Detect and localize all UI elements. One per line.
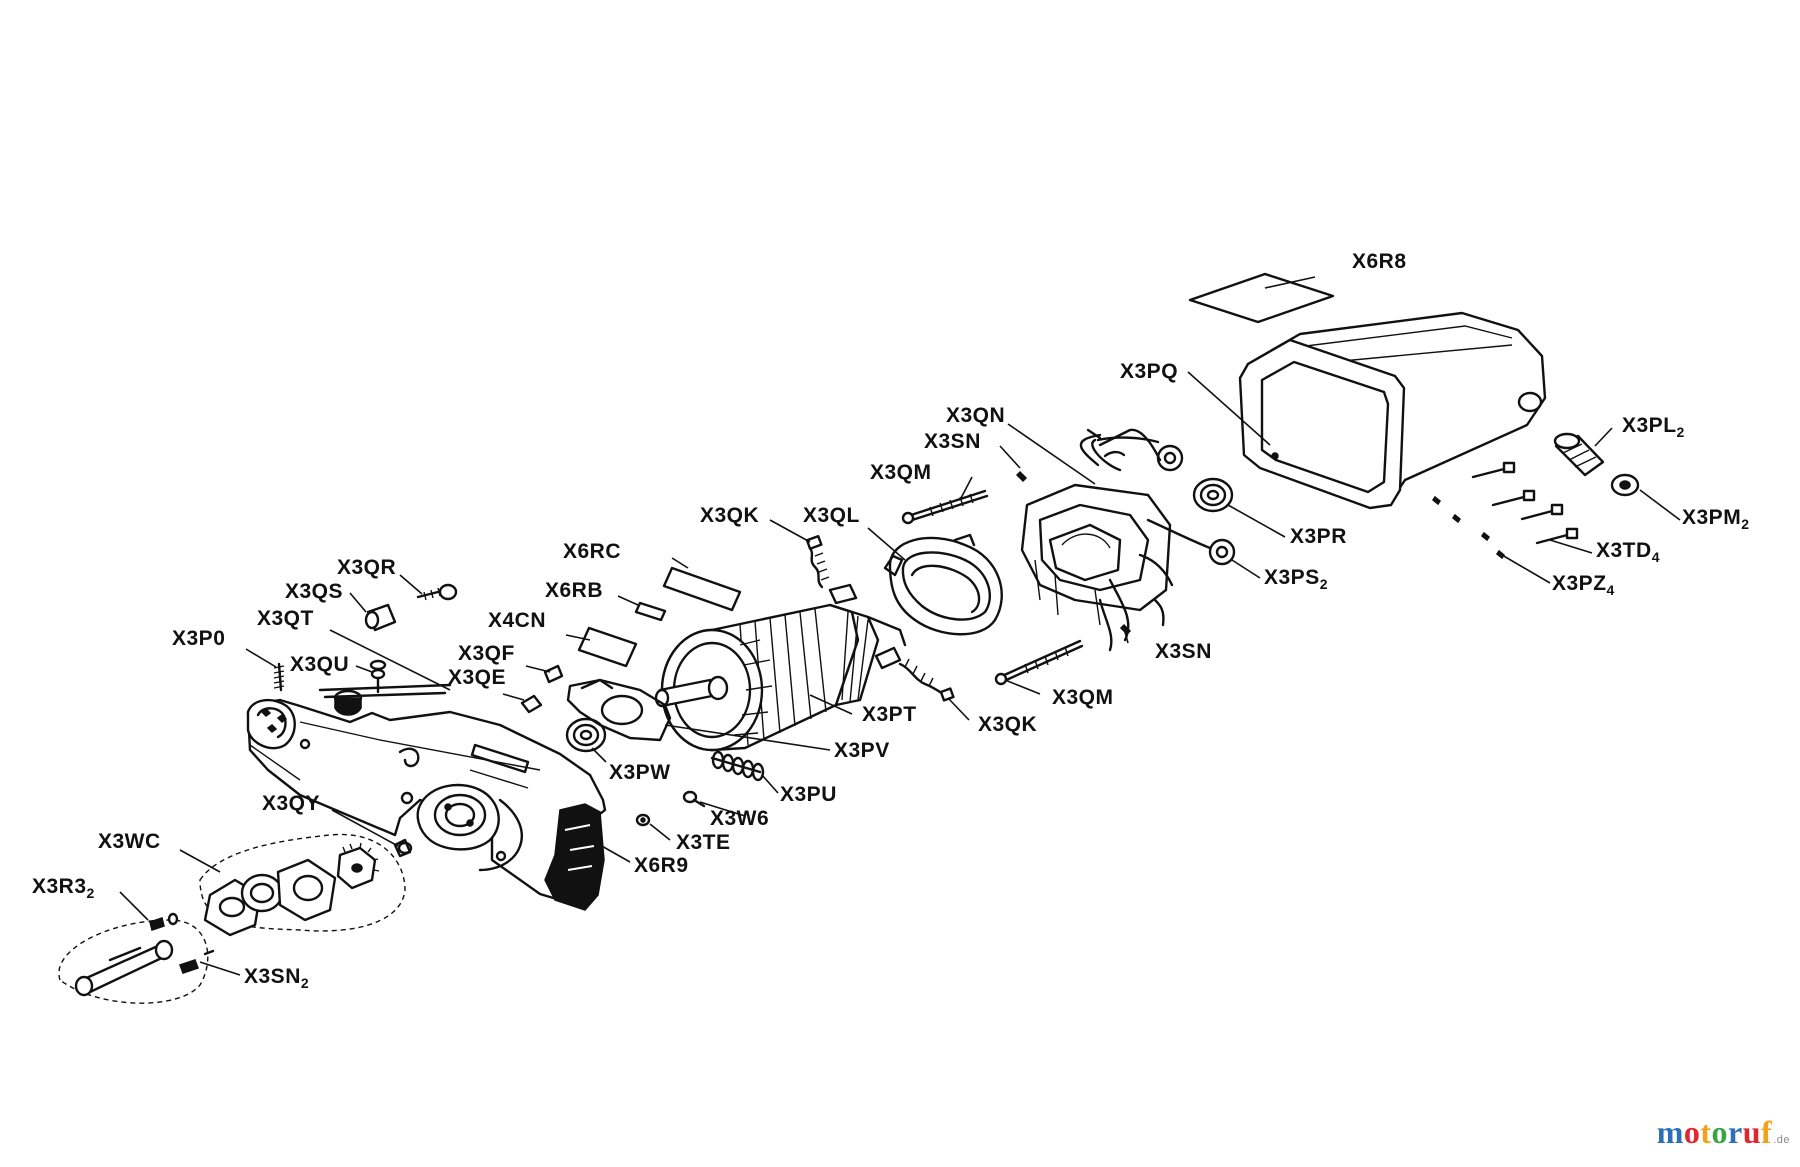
motor-housing	[1238, 311, 1547, 510]
blade-guard-x6r9	[544, 803, 605, 911]
armature-rotor	[654, 603, 907, 752]
brand-letter: o	[1711, 1114, 1729, 1150]
label-X3PQ: X3PQ	[1120, 360, 1178, 383]
label-X3QK-mid: X3QK	[978, 713, 1037, 736]
label-X3SN-top: X3SN	[924, 430, 981, 453]
label-X4CN: X4CN	[488, 609, 546, 632]
gasket-plate	[566, 678, 672, 742]
brush-holder-cap	[1553, 432, 1640, 497]
screw-qu	[369, 659, 387, 694]
rear-bearing	[1192, 477, 1234, 513]
label-X3QE: X3QE	[448, 666, 506, 689]
spring	[710, 750, 765, 782]
label-X3P0: X3P0	[172, 627, 225, 650]
label-X3W6: X3W6	[710, 807, 769, 830]
label-X3PS: X3PS2	[1264, 566, 1328, 592]
nameplate-label	[1188, 272, 1335, 324]
brand-letter: f	[1761, 1114, 1773, 1150]
label-X6RB: X6RB	[545, 579, 603, 602]
label-X3QS: X3QS	[285, 580, 343, 603]
pin-qe	[520, 694, 543, 714]
leader-lines	[119, 276, 1681, 976]
label-X6R8: X6R8	[1352, 250, 1407, 273]
label-X3SN-low: X3SN2	[244, 965, 309, 991]
decal-x6rc	[662, 566, 742, 612]
brand-letter: r	[1728, 1114, 1743, 1150]
pin-qy	[393, 838, 413, 858]
stator-field-coil	[1020, 428, 1212, 652]
gearbox-set	[199, 833, 406, 937]
label-X3PV: X3PV	[834, 739, 890, 762]
label-X3PU: X3PU	[780, 783, 837, 806]
label-X3PW: X3PW	[609, 761, 671, 784]
brand-suffix: .de	[1773, 1134, 1790, 1146]
label-X3QY: X3QY	[262, 792, 320, 815]
label-X3PM: X3PM2	[1682, 506, 1749, 532]
screw-r3	[149, 912, 179, 931]
label-X6R9: X6R9	[634, 854, 689, 877]
screw-qr	[416, 583, 458, 601]
housing-screws	[1431, 461, 1579, 560]
bushing-qs	[364, 603, 397, 632]
clip-qf	[543, 664, 614, 690]
brand-letter: u	[1742, 1114, 1762, 1150]
decal-x6rb	[634, 601, 667, 622]
carbon-brush-upper	[805, 534, 858, 605]
label-X3PZ: X3PZ4	[1552, 572, 1615, 598]
label-X3QN: X3QN	[946, 404, 1005, 427]
label-X3R3: X3R32	[32, 875, 95, 901]
label-X3QU: X3QU	[290, 653, 349, 676]
lock-knob	[333, 689, 363, 716]
label-X3QM-mid: X3QM	[1052, 686, 1114, 709]
label-X3QT: X3QT	[257, 607, 314, 630]
lever-qt	[318, 683, 452, 699]
label-X6RC: X6RC	[563, 540, 621, 563]
terminal-rings	[1096, 436, 1236, 566]
long-screw-top	[901, 489, 989, 525]
front-bearing	[565, 717, 607, 753]
label-X3TD: X3TD4	[1596, 539, 1660, 565]
output-spindle	[58, 919, 209, 1004]
decal-x4cn	[577, 626, 638, 668]
label-X3QF: X3QF	[458, 642, 515, 665]
label-X3QR: X3QR	[337, 556, 396, 579]
nut-te	[635, 813, 651, 827]
label-X3QM-top: X3QM	[870, 461, 932, 484]
screw-sn2	[179, 949, 215, 974]
label-X3PR: X3PR	[1290, 525, 1347, 548]
label-X3PL: X3PL2	[1622, 414, 1685, 440]
label-X3SN-mid: X3SN	[1155, 640, 1212, 663]
label-X3WC: X3WC	[98, 830, 161, 853]
screw-sn-mid	[1119, 623, 1132, 636]
label-X3QK-top: X3QK	[700, 504, 759, 527]
brand-letter: o	[1683, 1114, 1701, 1150]
fan-baffle	[883, 533, 1003, 636]
part-labels: X6R8 X3PQ X3QN X3SN X3QM X3PL2 X3PM2 X3P…	[32, 250, 1749, 991]
brand-letter: m	[1656, 1114, 1684, 1150]
brand-logo: motoruf.de	[1657, 1114, 1790, 1151]
output-flange	[416, 783, 500, 851]
label-X3TE: X3TE	[676, 831, 731, 854]
carbon-brush-lower	[874, 646, 955, 702]
long-screw-bottom	[994, 639, 1084, 686]
screw-w6	[682, 790, 706, 808]
brand-letter: t	[1700, 1114, 1712, 1150]
label-X3QL: X3QL	[803, 504, 860, 527]
spring-p0	[273, 662, 285, 692]
label-X3PT: X3PT	[862, 703, 917, 726]
screw-sn-top	[1015, 470, 1028, 483]
